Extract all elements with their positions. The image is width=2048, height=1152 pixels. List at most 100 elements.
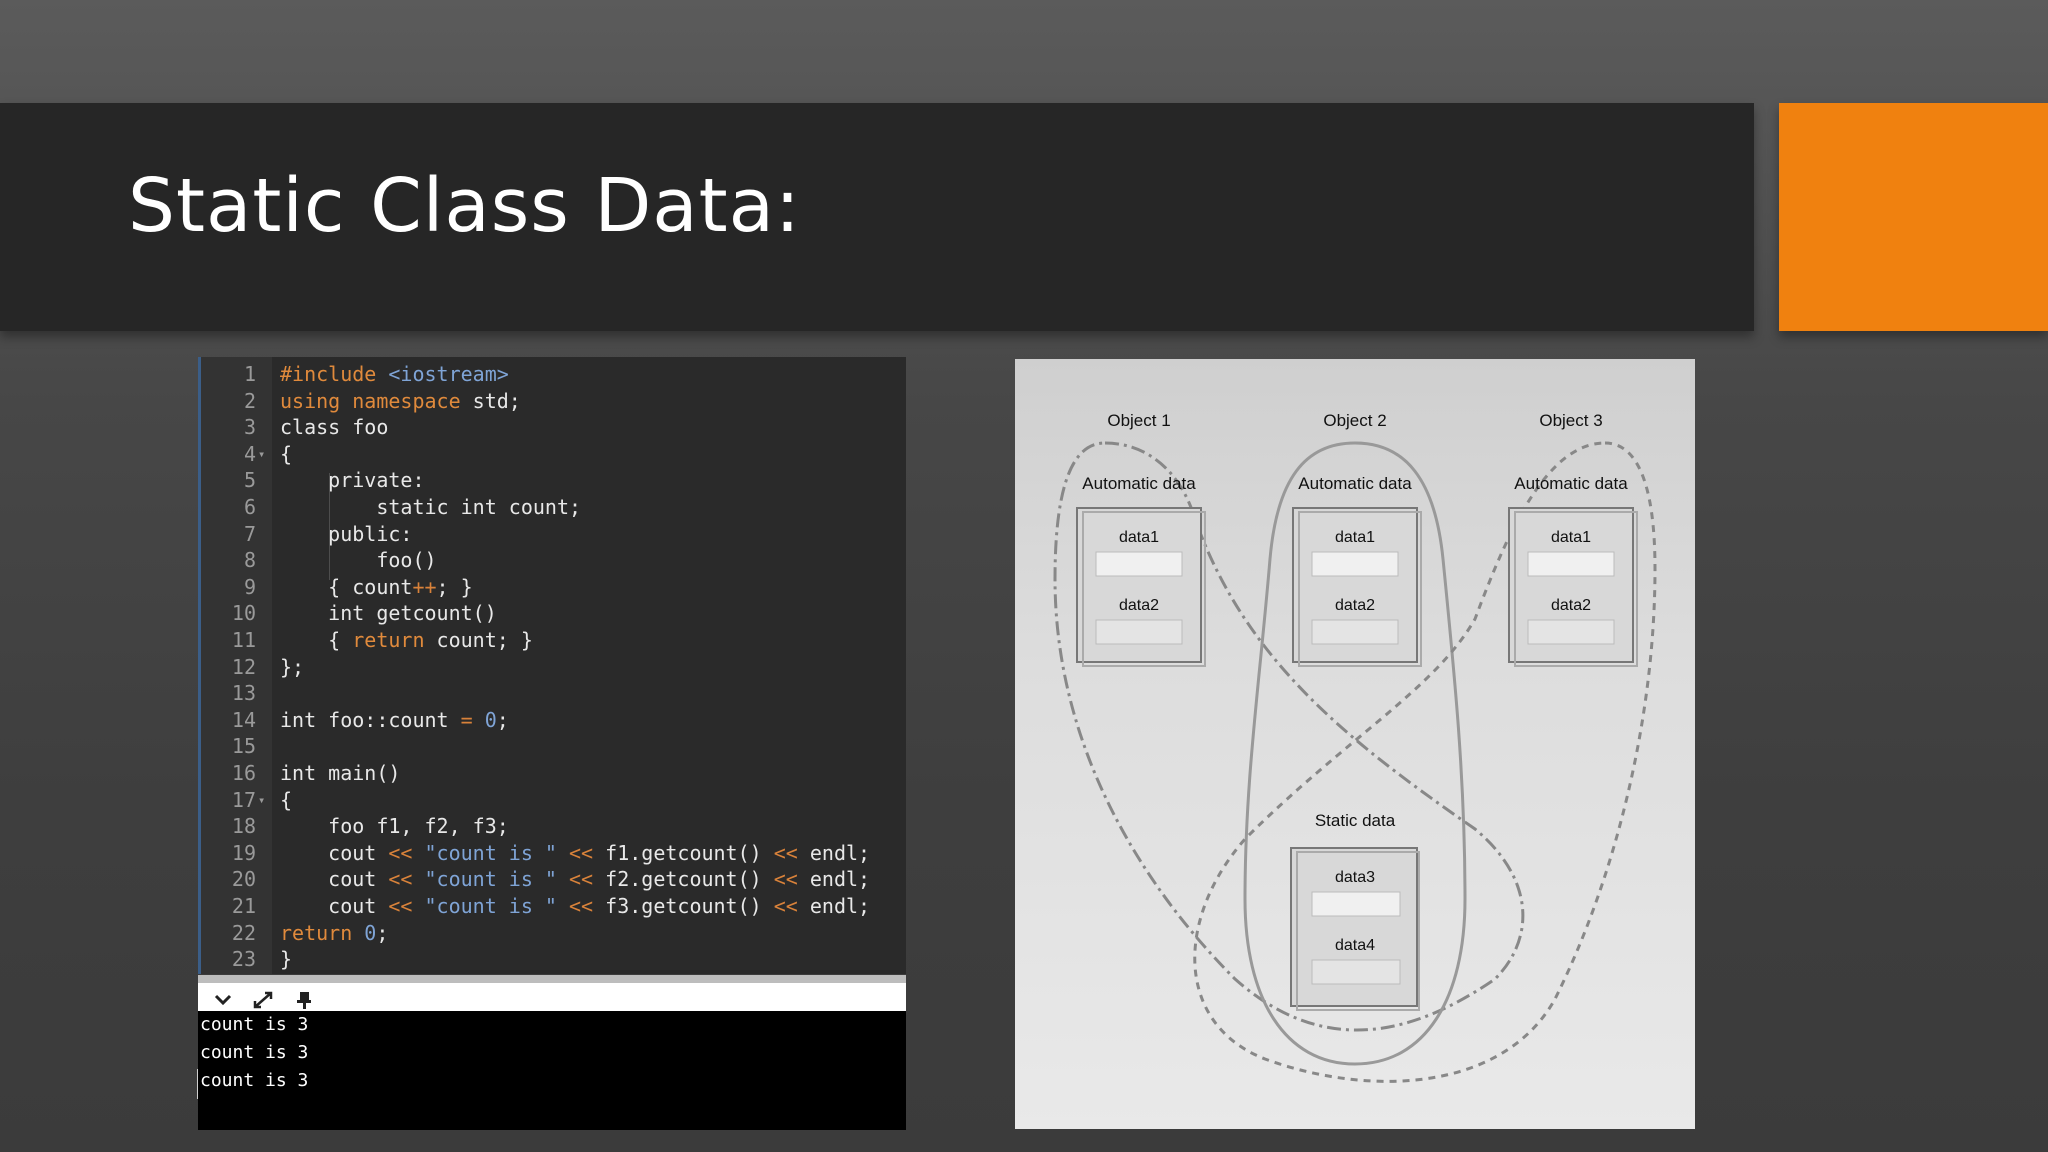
code-line[interactable]: 10 int getcount() <box>201 600 906 626</box>
code-line[interactable]: 19 cout << "count is " << f1.getcount() … <box>201 840 906 866</box>
line-code: foo f1, f2, f3; <box>280 813 509 839</box>
code-line[interactable]: 18 foo f1, f2, f3; <box>201 813 906 839</box>
code-line[interactable]: 7 public: <box>201 521 906 547</box>
code-line[interactable]: 20 cout << "count is " << f2.getcount() … <box>201 866 906 892</box>
line-number: 4 <box>243 441 256 466</box>
code-token: { count <box>280 574 413 599</box>
field-slot-data1 <box>1311 551 1399 577</box>
code-token: 0 <box>484 707 497 732</box>
code-token <box>557 867 569 891</box>
field-label-data2: data2 <box>1551 597 1591 614</box>
code-token: #include <box>280 362 389 386</box>
code-token: cout <box>280 867 389 892</box>
code-token <box>557 841 569 865</box>
object-title: Object 2 <box>1323 411 1386 430</box>
code-token: { <box>280 441 293 466</box>
code-token: return <box>280 920 353 945</box>
code-line[interactable]: 15 <box>201 733 906 759</box>
code-token: << <box>569 840 594 865</box>
title-band: Static Class Data: <box>0 103 1754 331</box>
line-number: 17 <box>231 787 256 812</box>
line-number: 23 <box>231 947 256 972</box>
slide-title: Static Class Data: <box>128 163 801 249</box>
code-token: }; <box>280 654 305 679</box>
line-number: 1 <box>243 362 256 386</box>
code-token: << <box>388 867 413 892</box>
fold-toggle-icon[interactable]: ▾ <box>258 792 266 807</box>
line-code: #include <iostream> <box>280 361 509 387</box>
line-code: cout << "count is " << f2.getcount() << … <box>280 866 870 892</box>
line-code: int getcount() <box>280 600 497 626</box>
line-code: public: <box>280 521 412 547</box>
code-line[interactable]: 1 #include <iostream> <box>201 361 906 387</box>
line-code: { return count; } <box>280 627 533 653</box>
code-token: << <box>773 867 798 892</box>
line-number: 15 <box>231 734 256 759</box>
code-token <box>412 894 424 918</box>
object2-outline <box>1243 441 1467 1066</box>
code-token: << <box>569 894 594 918</box>
line-number: 12 <box>231 654 256 679</box>
code-line[interactable]: 6 static int count; <box>201 494 906 520</box>
object3-outline <box>1193 441 1657 1083</box>
object-data-box-shadow <box>1298 511 1422 667</box>
field-label-data1: data1 <box>1551 529 1591 546</box>
code-token <box>473 708 485 732</box>
code-token: { <box>280 787 293 812</box>
line-number: 20 <box>231 867 256 892</box>
code-line[interactable]: 13 <box>201 680 906 706</box>
code-token: f3.getcount() <box>593 894 774 918</box>
code-line[interactable]: 17▾ { <box>201 787 906 813</box>
chevron-down-icon[interactable] <box>210 989 236 1011</box>
line-number: 9 <box>243 574 256 599</box>
code-line[interactable]: 23} <box>201 946 906 972</box>
code-token <box>352 921 364 945</box>
console-toolbar <box>198 975 906 1011</box>
code-line[interactable]: 9 { count++; } <box>201 574 906 600</box>
indent-guide <box>329 473 330 580</box>
line-code: cout << "count is " << f3.getcount() << … <box>280 893 870 919</box>
line-number: 8 <box>243 548 256 573</box>
field-label-data1: data1 <box>1119 529 1159 546</box>
line-number-gutter <box>201 357 272 974</box>
line-code: { <box>280 787 292 813</box>
code-line[interactable]: 12}; <box>201 654 906 680</box>
automatic-data-label: Automatic data <box>1082 474 1196 493</box>
line-number: 16 <box>231 761 256 785</box>
field-slot-data2 <box>1095 619 1183 645</box>
line-number: 3 <box>243 415 256 440</box>
line-number: 6 <box>243 495 256 519</box>
code-line[interactable]: 5 private: <box>201 467 906 493</box>
code-line[interactable]: 3 class foo <box>201 414 906 440</box>
code-token <box>557 894 569 918</box>
line-code: { <box>280 441 292 467</box>
code-token: endl; <box>797 894 871 918</box>
code-line[interactable]: 21 cout << "count is " << f3.getcount() … <box>201 893 906 919</box>
fold-toggle-icon[interactable]: ▾ <box>258 446 266 461</box>
code-line[interactable]: 4▾ { <box>201 441 906 467</box>
line-code: } <box>280 946 292 972</box>
code-token: f1.getcount() <box>593 840 774 865</box>
code-token: << <box>773 840 798 865</box>
code-line[interactable]: 8 foo() <box>201 547 906 573</box>
static-data-label: Static data <box>1315 811 1396 830</box>
field-label-data1: data1 <box>1335 529 1375 546</box>
code-token: foo() <box>280 548 437 573</box>
line-number: 10 <box>231 601 256 626</box>
code-token: foo f1, f2, f3; <box>280 814 509 839</box>
expand-icon[interactable] <box>250 989 276 1011</box>
code-line[interactable]: 11 { return count; } <box>201 627 906 653</box>
object-title: Object 3 <box>1539 411 1602 430</box>
code-token: using namespace <box>280 388 473 413</box>
pin-icon[interactable] <box>291 989 317 1011</box>
code-token: ; <box>496 707 509 732</box>
code-token: = <box>460 707 473 732</box>
code-token: class foo <box>280 415 389 440</box>
